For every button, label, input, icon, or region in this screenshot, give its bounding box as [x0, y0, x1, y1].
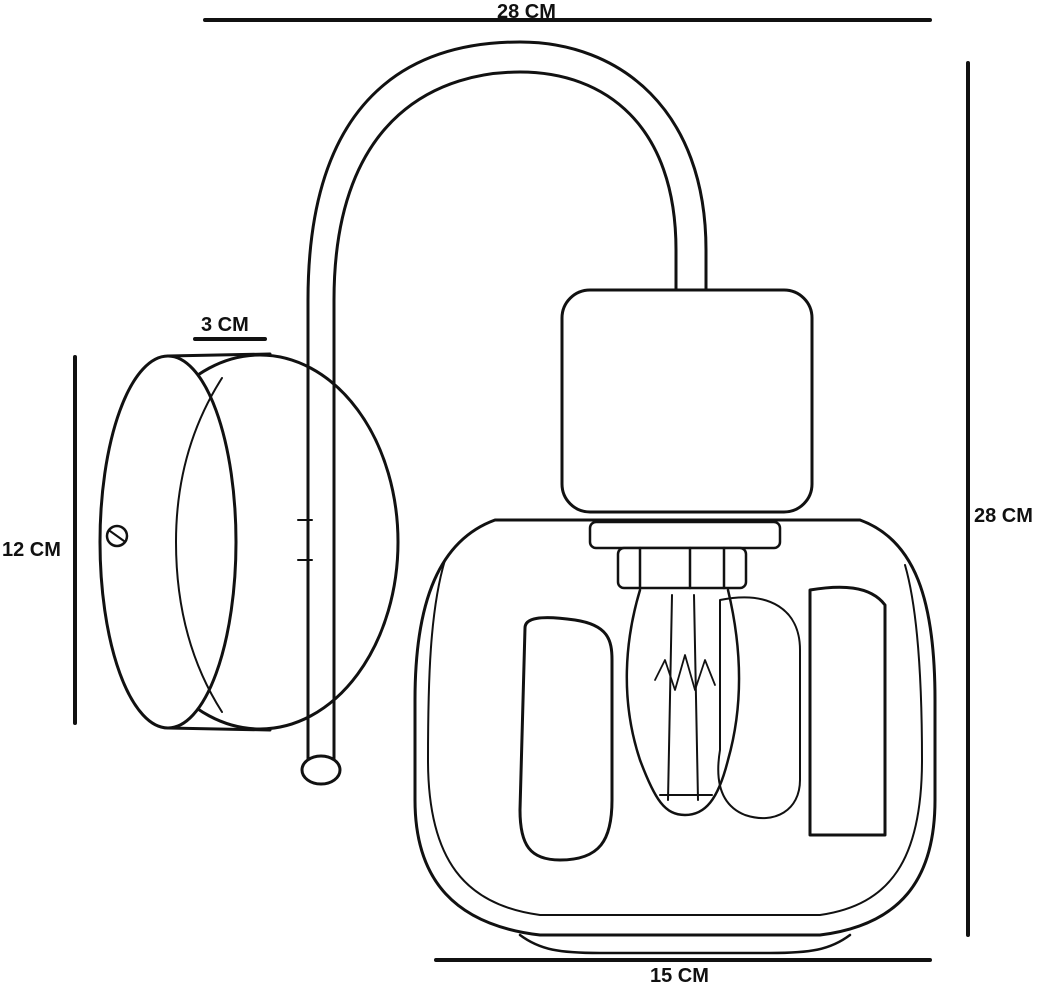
- glass-reflection-mid: [717, 596, 801, 820]
- glass-shade: [413, 518, 937, 955]
- bulb-socket: [588, 520, 782, 590]
- arm-end-cap: [300, 754, 342, 786]
- glass-reflection-right: [808, 585, 887, 837]
- glass-inner-rim: [427, 559, 923, 916]
- screw-icon: [105, 524, 129, 548]
- arm-inner-edge: [332, 70, 678, 762]
- wall-plate: [98, 352, 400, 732]
- socket-body: [616, 546, 748, 590]
- base-height-label: 12 CM: [2, 539, 61, 561]
- bulb-stem-left: [667, 594, 673, 801]
- wall-plate-side-bottom: [166, 726, 272, 732]
- glass-base-ring: [518, 933, 852, 955]
- socket-collar: [588, 520, 782, 550]
- base-depth-label: 3 CM: [201, 314, 249, 336]
- bulb-glass: [625, 588, 741, 817]
- screw-slot: [109, 530, 125, 542]
- dimension-lines: [73, 18, 970, 962]
- glass-reflection-left: [518, 616, 614, 862]
- glass-outer: [413, 518, 937, 937]
- arm-outer-edge: [306, 40, 708, 762]
- edison-bulb: [625, 588, 741, 817]
- overall-height-label: 28 CM: [974, 505, 1033, 527]
- shade-cap: [560, 288, 814, 514]
- wall-plate-front: [98, 354, 238, 730]
- wall-plate-inner-rim: [175, 377, 223, 713]
- lamp-arm: [297, 40, 708, 786]
- shade-width-label: 15 CM: [650, 965, 709, 987]
- bulb-filament: [654, 654, 716, 691]
- wall-plate-side-top: [166, 352, 272, 358]
- overall-width-label: 28 CM: [497, 1, 556, 23]
- bulb-stem-right: [693, 594, 699, 801]
